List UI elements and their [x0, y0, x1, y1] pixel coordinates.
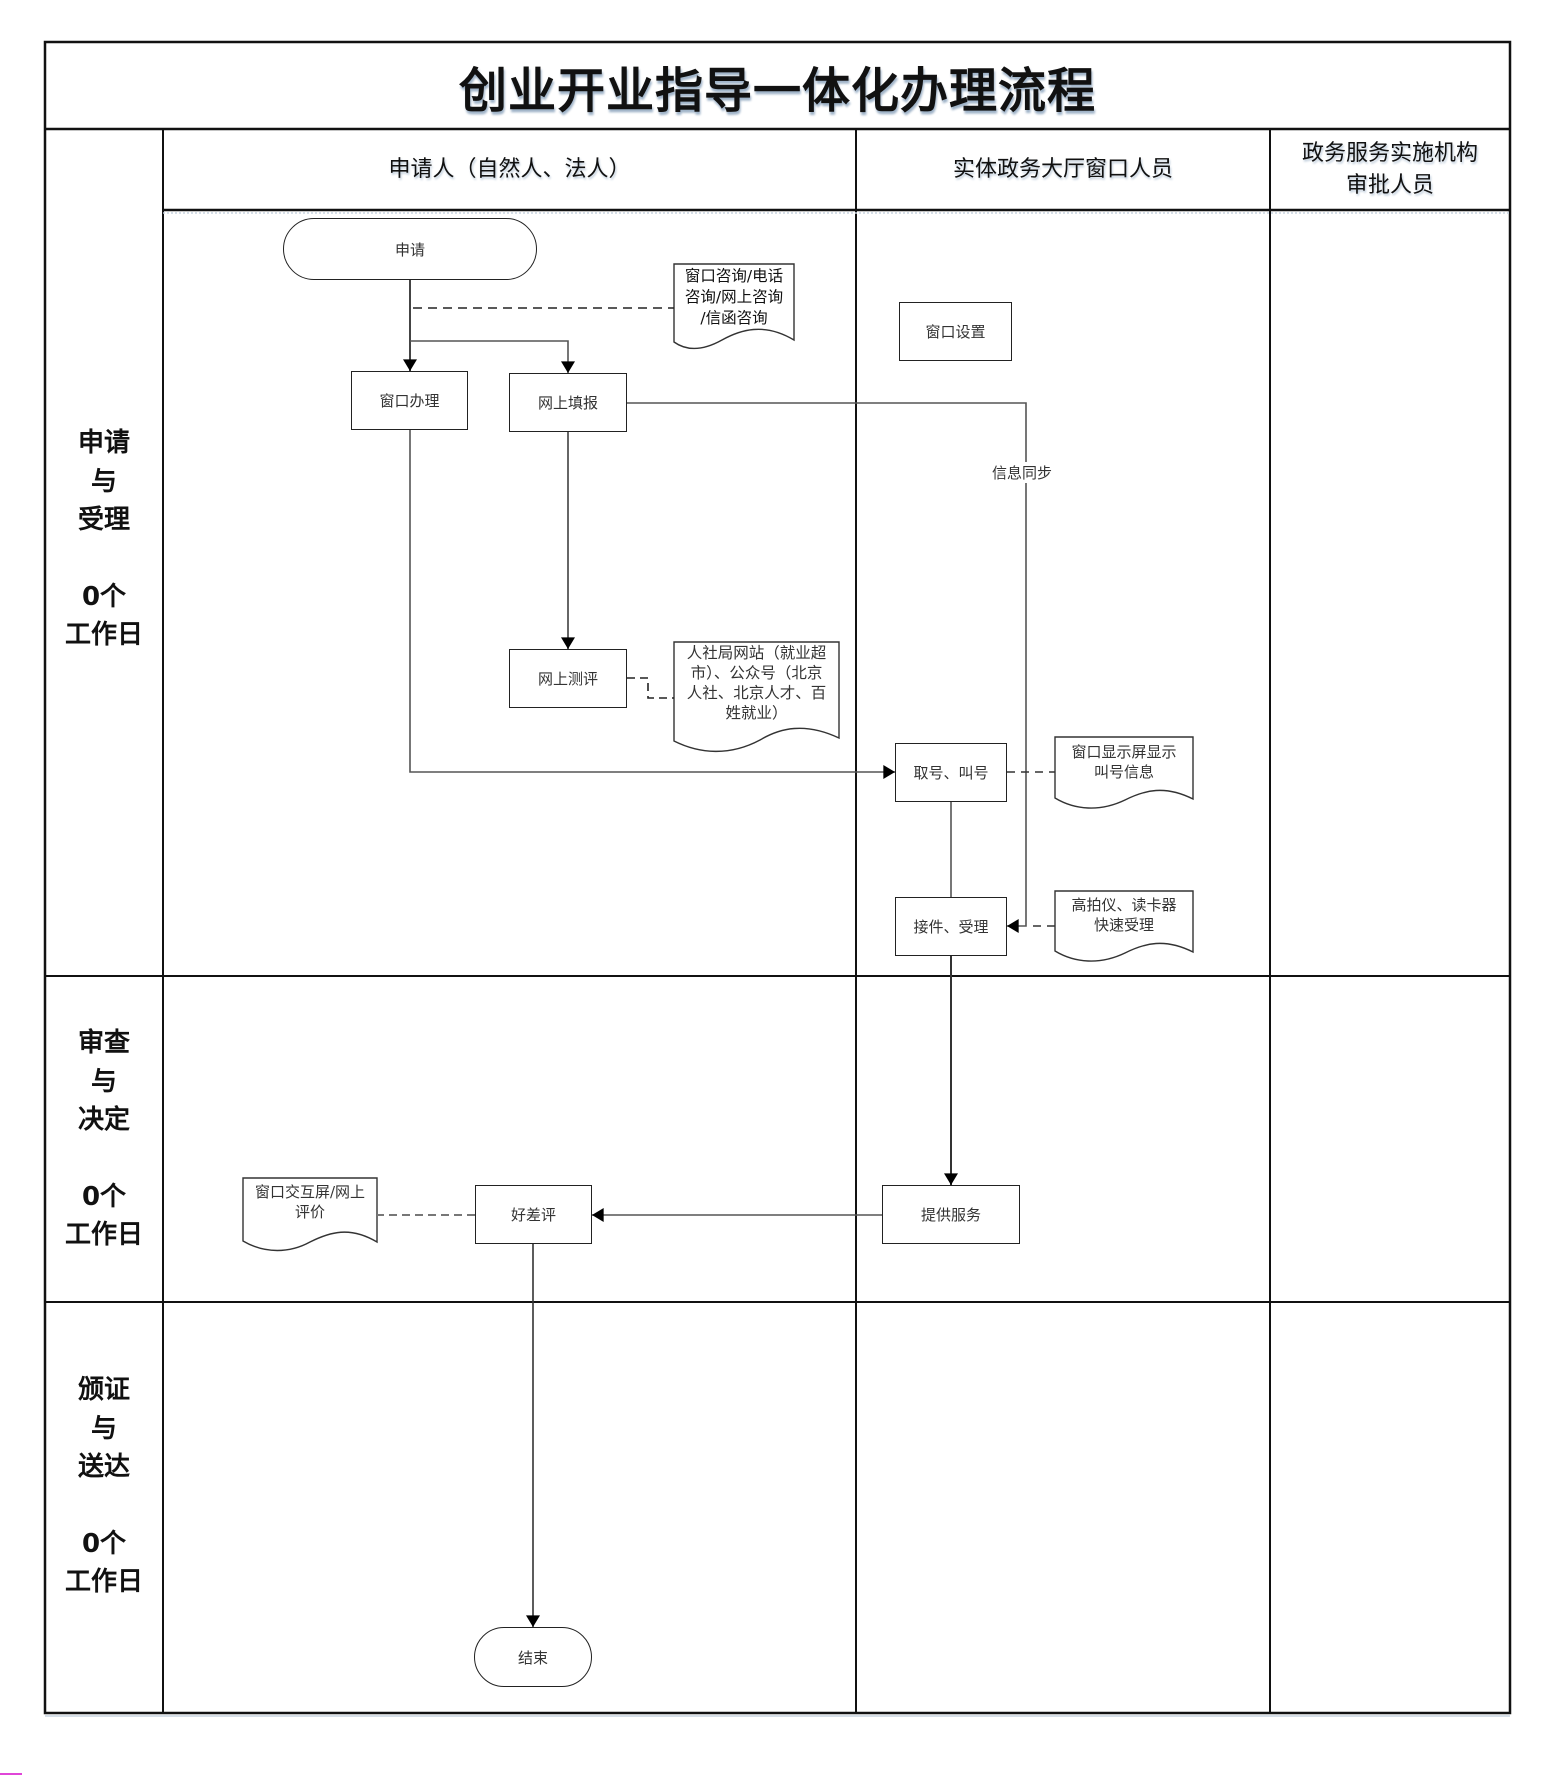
- phase-apply-duration-2: 工作日: [64, 620, 143, 650]
- phase-label-issue: 颁证 与 送达 0个 工作日: [45, 1371, 163, 1602]
- node-online-assess[interactable]: 网上测评: [509, 649, 627, 708]
- doc-scanner-line-1: 高拍仪、读卡器: [1071, 896, 1177, 914]
- doc-queue-display: 窗口显示屏显示 叫号信息: [1055, 742, 1193, 782]
- lane-header-applicant: 申请人（自然人、法人）: [388, 157, 631, 182]
- node-window-handle[interactable]: 窗口办理: [351, 371, 468, 430]
- doc-queue-display-line-2: 叫号信息: [1093, 763, 1154, 781]
- doc-consult: 窗口咨询/电话 咨询/网上咨询 /信函咨询: [674, 266, 794, 329]
- doc-hrss-line-3: 人社、北京人才、百: [686, 684, 827, 702]
- doc-scanner-shape: [1054, 890, 1194, 962]
- phase-review-name-3: 决定: [77, 1105, 130, 1135]
- document-shapes: [242, 263, 1194, 1252]
- phase-review-duration-2: 工作日: [64, 1220, 143, 1250]
- phase-review-duration-1: 0个: [81, 1181, 127, 1212]
- doc-rating-channels-shape: [242, 1177, 378, 1252]
- node-queue[interactable]: 取号、叫号: [895, 743, 1007, 802]
- edge-window-to-queue: [409, 430, 895, 779]
- doc-consult-shape: [673, 263, 795, 350]
- phase-apply-name-3: 受理: [77, 505, 130, 535]
- edge-sync: [627, 402, 1027, 933]
- doc-hrss-sites: 人社局网站（就业超 市）、公众号（北京 人社、北京人才、百 姓就业）: [674, 643, 839, 723]
- phase-label-apply: 申请 与 受理 0个 工作日: [45, 424, 163, 655]
- corner-mark: [0, 1773, 22, 1775]
- node-accept[interactable]: 接件、受理: [895, 897, 1007, 956]
- page-title: 创业开业指导一体化办理流程: [458, 62, 1096, 119]
- doc-rating-channels-line-1: 窗口交互屏/网上: [254, 1183, 366, 1201]
- phase-review-name-1: 审查: [77, 1028, 130, 1058]
- node-end[interactable]: 结束: [474, 1627, 592, 1687]
- lane-header-window-staff: 实体政务大厅窗口人员: [952, 157, 1173, 182]
- node-rating[interactable]: 好差评: [475, 1185, 592, 1244]
- phase-apply-duration-1: 0个: [81, 581, 127, 612]
- doc-rating-channels-line-2: 评价: [294, 1203, 325, 1221]
- doc-queue-display-shape: [1054, 736, 1194, 809]
- doc-consult-line-1: 窗口咨询/电话: [684, 267, 784, 285]
- doc-consult-line-2: 咨询/网上咨询: [684, 288, 784, 306]
- phase-issue-duration-2: 工作日: [64, 1567, 143, 1597]
- lane-header-approver: 政务服务实施机构 审批人员: [1270, 130, 1510, 210]
- doc-hrss-line-1: 人社局网站（就业超: [686, 644, 827, 662]
- edge-assess-to-hrss: [627, 677, 674, 699]
- table-border: [43, 40, 1512, 1715]
- node-start[interactable]: 申请: [283, 218, 537, 280]
- edge-label-sync: 信息同步: [991, 462, 1054, 483]
- connectors: [377, 280, 1055, 1628]
- doc-hrss-line-2: 市）、公众号（北京: [690, 664, 823, 682]
- phase-apply-name-2: 与: [90, 466, 117, 497]
- phase-issue-name-1: 颁证: [77, 1375, 130, 1405]
- phase-issue-name-3: 送达: [77, 1452, 130, 1482]
- doc-scanner: 高拍仪、读卡器 快速受理: [1055, 895, 1193, 935]
- swimlane-grid: [43, 40, 1512, 1717]
- node-provide-service[interactable]: 提供服务: [882, 1185, 1020, 1244]
- doc-scanner-line-2: 快速受理: [1093, 916, 1154, 934]
- doc-rating-channels: 窗口交互屏/网上 评价: [243, 1182, 377, 1222]
- doc-hrss-shape: [673, 641, 840, 753]
- node-online-fill[interactable]: 网上填报: [509, 373, 627, 432]
- lane-header-approver-line-1: 政务服务实施机构: [1301, 141, 1478, 166]
- edge-start-online-fill: [410, 340, 575, 374]
- phase-issue-duration-1: 0个: [81, 1528, 127, 1559]
- doc-consult-line-3: /信函咨询: [700, 309, 768, 327]
- doc-hrss-line-4: 姓就业）: [725, 704, 788, 722]
- lane-header-approver-line-2: 审批人员: [1345, 173, 1434, 198]
- phase-review-name-2: 与: [90, 1066, 117, 1097]
- node-window-setup[interactable]: 窗口设置: [899, 302, 1012, 361]
- doc-queue-display-line-1: 窗口显示屏显示: [1071, 743, 1177, 761]
- phase-issue-name-2: 与: [90, 1413, 117, 1444]
- phase-apply-name-1: 申请: [77, 428, 130, 458]
- phase-label-review: 审查 与 决定 0个 工作日: [45, 1024, 163, 1255]
